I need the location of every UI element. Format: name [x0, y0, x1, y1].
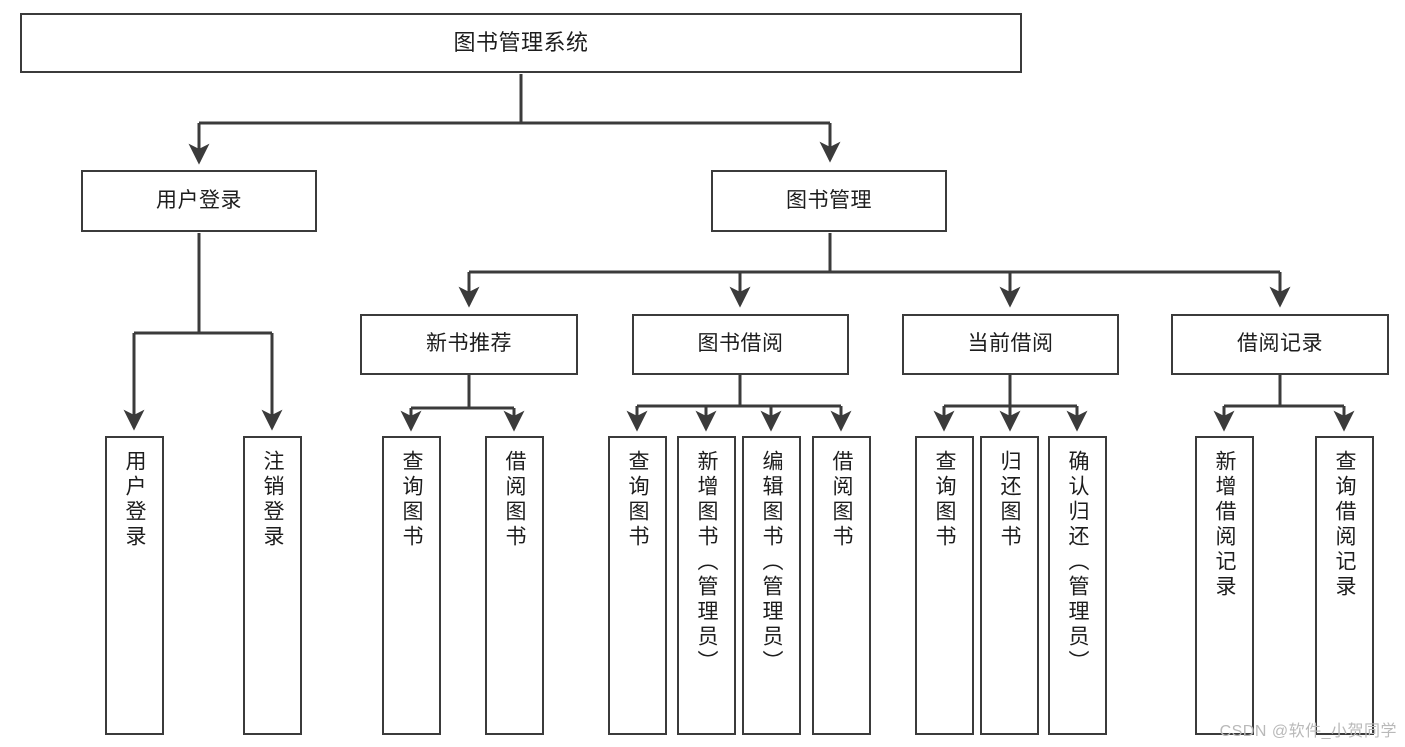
node-new-book-recommend-label: 新书推荐	[426, 332, 512, 356]
leaf-edit-book-label: 编辑图书（管理员）	[760, 450, 783, 675]
leaf-add-book[interactable]: 新增图书（管理员）	[677, 436, 736, 735]
leaf-user-login-label: 用户登录	[123, 450, 146, 550]
leaf-borrow-book-2-label: 借阅图书	[830, 450, 853, 550]
leaf-add-record[interactable]: 新增借阅记录	[1195, 436, 1254, 735]
node-current-borrow[interactable]: 当前借阅	[902, 314, 1119, 375]
node-book-borrow-label: 图书借阅	[697, 332, 784, 356]
leaf-add-book-label: 新增图书（管理员）	[695, 450, 718, 675]
node-book-borrow[interactable]: 图书借阅	[632, 314, 849, 375]
node-book-manage-label: 图书管理	[786, 188, 872, 212]
leaf-borrow-book-1-label: 借阅图书	[503, 450, 526, 550]
leaf-query-book-1-label: 查询图书	[400, 450, 423, 550]
node-current-borrow-label: 当前借阅	[967, 332, 1054, 356]
leaf-query-book-2-label: 查询图书	[626, 450, 649, 550]
csdn-watermark: CSDN @软件_小贺同学	[1219, 723, 1397, 740]
node-borrow-record[interactable]: 借阅记录	[1171, 314, 1389, 375]
leaf-edit-book[interactable]: 编辑图书（管理员）	[742, 436, 801, 735]
leaf-query-book-3-label: 查询图书	[933, 450, 956, 550]
leaf-user-logout[interactable]: 注销登录	[243, 436, 302, 735]
leaf-return-book-label: 归还图书	[998, 450, 1021, 550]
node-borrow-record-label: 借阅记录	[1237, 332, 1323, 356]
node-user-login-label: 用户登录	[156, 188, 242, 212]
leaf-confirm-return[interactable]: 确认归还（管理员）	[1048, 436, 1107, 735]
leaf-borrow-book-1[interactable]: 借阅图书	[485, 436, 544, 735]
leaf-query-record[interactable]: 查询借阅记录	[1315, 436, 1374, 735]
leaf-query-book-1[interactable]: 查询图书	[382, 436, 441, 735]
leaf-query-book-3[interactable]: 查询图书	[915, 436, 974, 735]
leaf-user-login[interactable]: 用户登录	[105, 436, 164, 735]
node-root[interactable]: 图书管理系统	[20, 13, 1022, 73]
leaf-return-book[interactable]: 归还图书	[980, 436, 1039, 735]
node-user-login[interactable]: 用户登录	[81, 170, 317, 232]
leaf-user-logout-label: 注销登录	[261, 450, 284, 550]
leaf-query-book-2[interactable]: 查询图书	[608, 436, 667, 735]
node-new-book-recommend[interactable]: 新书推荐	[360, 314, 578, 375]
leaf-query-record-label: 查询借阅记录	[1333, 450, 1356, 600]
leaf-confirm-return-label: 确认归还（管理员）	[1066, 450, 1089, 675]
node-book-manage[interactable]: 图书管理	[711, 170, 947, 232]
leaf-borrow-book-2[interactable]: 借阅图书	[812, 436, 871, 735]
leaf-add-record-label: 新增借阅记录	[1213, 450, 1236, 600]
node-root-label: 图书管理系统	[453, 30, 589, 56]
